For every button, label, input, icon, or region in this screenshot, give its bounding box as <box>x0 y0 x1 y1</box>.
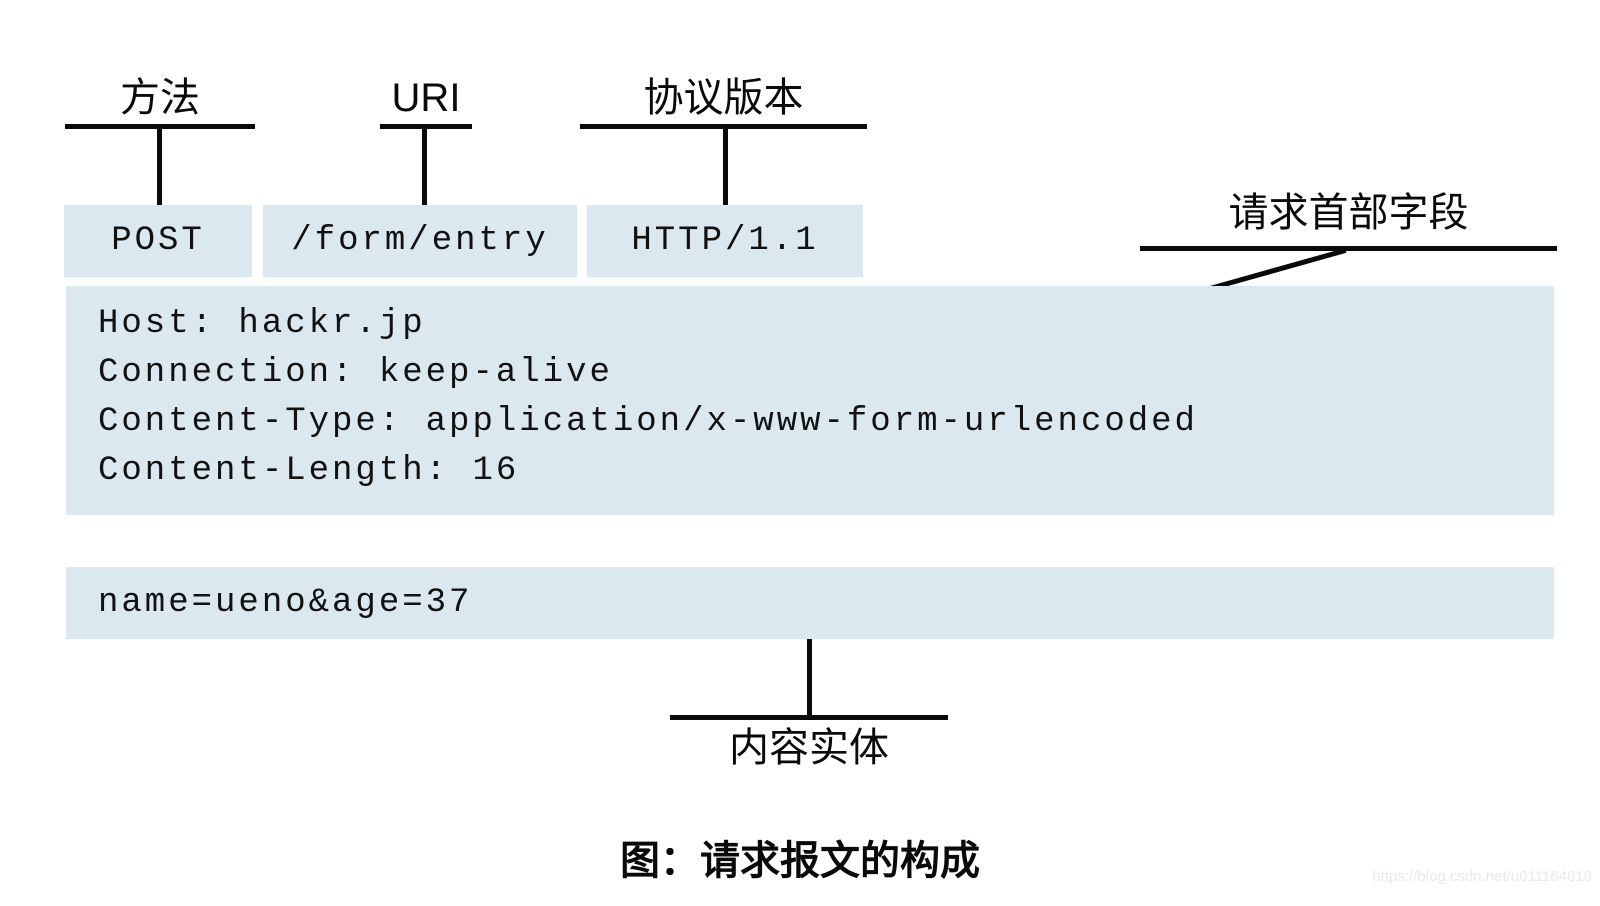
header-line-connection: Connection: keep-alive <box>98 354 613 392</box>
header-line-host: Host: hackr.jp <box>98 305 426 343</box>
request-header-fields-bracket-line <box>1140 246 1557 251</box>
figure-caption: 图：请求报文的构成 <box>620 839 980 883</box>
header-line-content-length: Content-Length: 16 <box>98 452 520 490</box>
uri-value-box: /form/entry <box>263 205 577 277</box>
method-connector-line <box>157 124 162 207</box>
request-header-fields-pointer-line <box>1209 247 1347 291</box>
request-header-fields-label: 请求首部字段 <box>1228 191 1469 235</box>
protocol-version-connector-line <box>723 124 728 207</box>
header-line-content-type: Content-Type: application/x-www-form-url… <box>98 403 1198 441</box>
header-fields-box: Host: hackr.jp Connection: keep-alive Co… <box>66 286 1554 515</box>
entity-body-label: 内容实体 <box>729 726 889 770</box>
uri-connector-line <box>422 124 427 207</box>
method-label: 方法 <box>120 76 200 120</box>
watermark-url: https://blog.csdn.net/u011164819 <box>1372 868 1592 885</box>
entity-body-value: name=ueno&age=37 <box>98 584 473 622</box>
uri-label: URI <box>391 76 461 120</box>
method-value-box: POST <box>64 205 252 277</box>
entity-body-connector-line <box>807 639 812 719</box>
protocol-version-label: 协议版本 <box>643 76 804 120</box>
protocol-version-value-box: HTTP/1.1 <box>587 205 863 277</box>
entity-body-bracket-line <box>670 715 948 720</box>
entity-body-box: name=ueno&age=37 <box>66 567 1554 639</box>
